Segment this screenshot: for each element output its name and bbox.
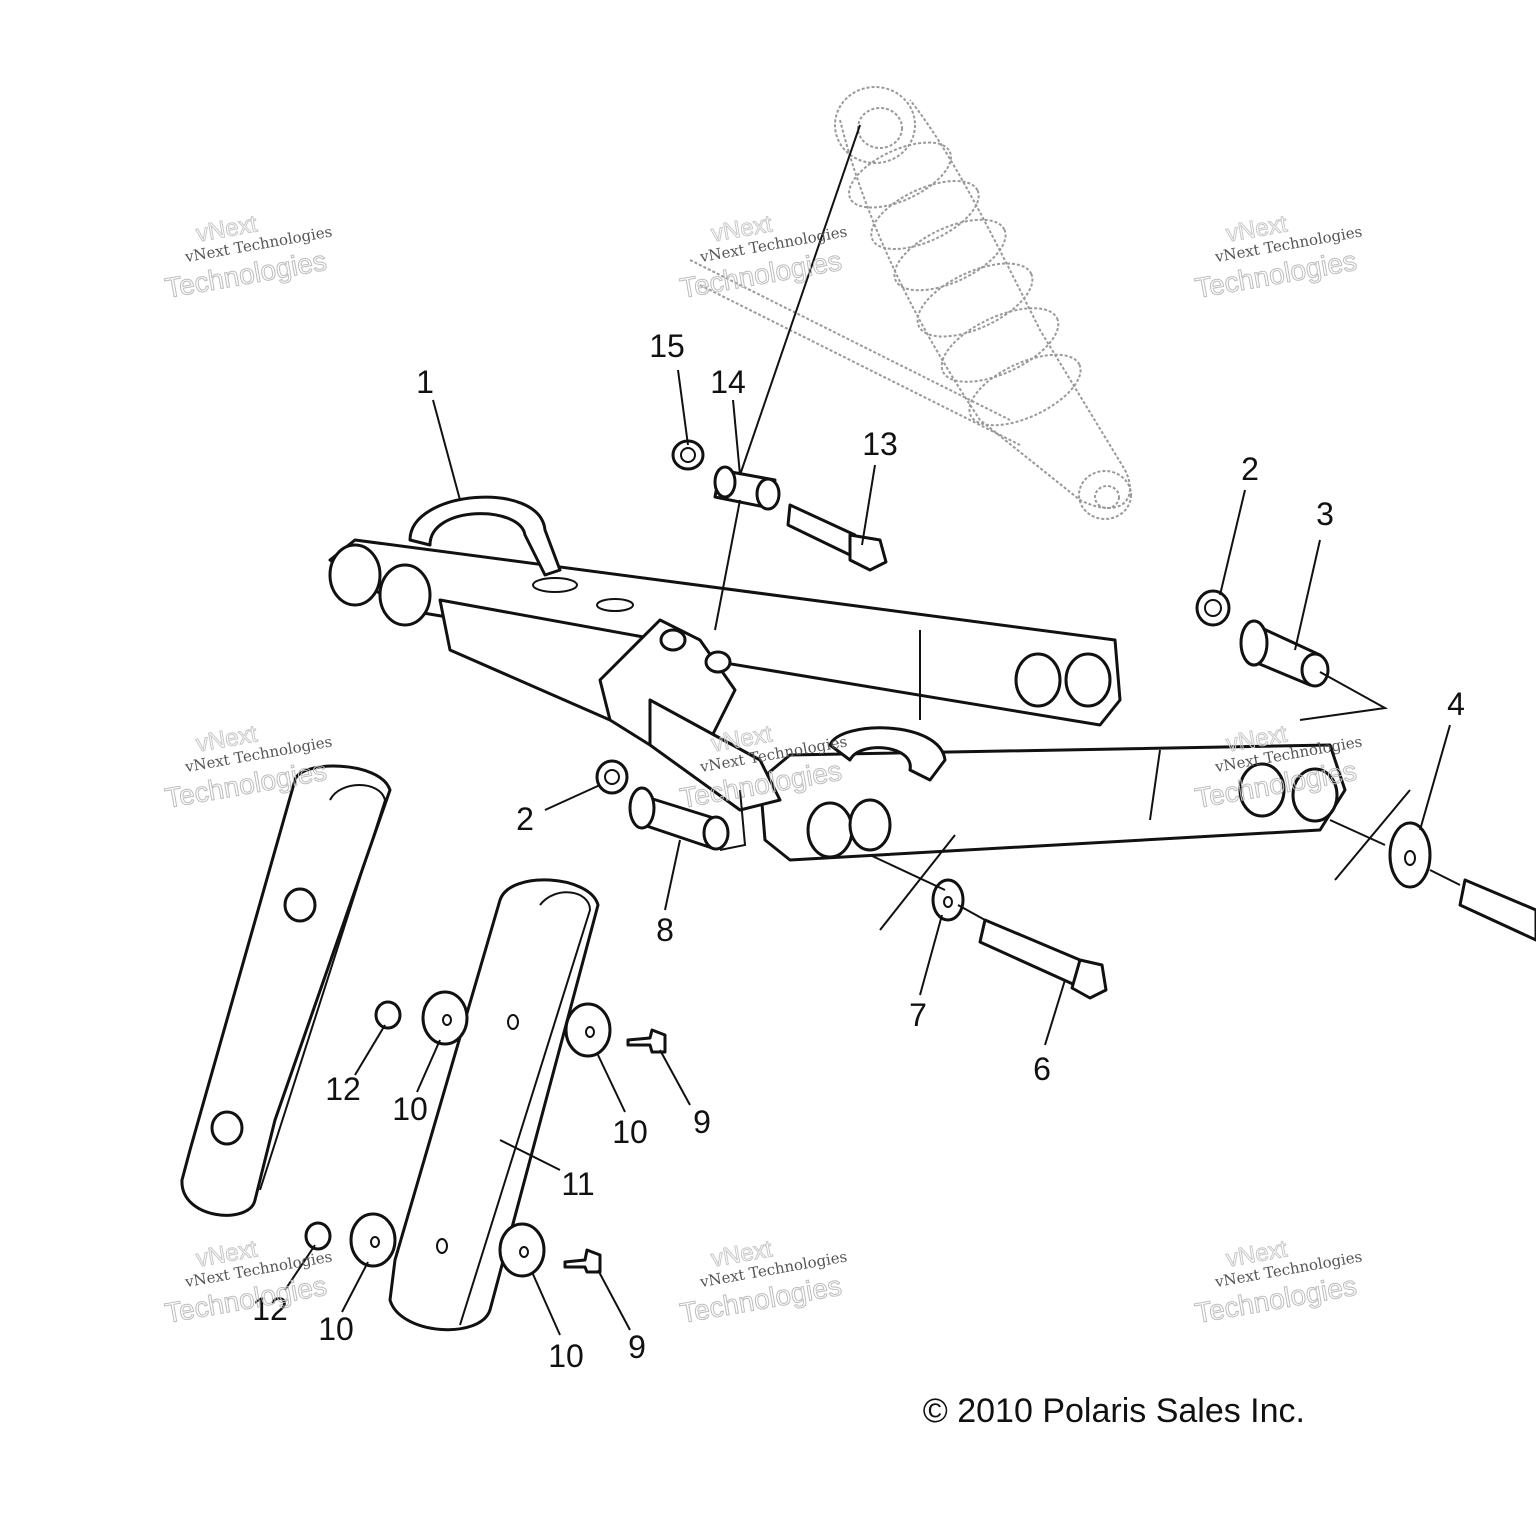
callout-9-upper: 9 xyxy=(693,1104,711,1140)
shock-absorber xyxy=(689,86,1132,520)
part-8-bushing xyxy=(628,786,747,851)
callout-13: 13 xyxy=(862,426,898,462)
part-9-pin-lower xyxy=(563,1248,602,1274)
watermark-top-center: vNext vNext Technologies Technologies xyxy=(677,210,848,304)
callout-12-lower: 12 xyxy=(252,1291,288,1327)
swing-arm xyxy=(328,495,1347,862)
callout-4: 4 xyxy=(1447,686,1465,722)
part-14-bushing xyxy=(713,465,781,511)
callout-1: 1 xyxy=(416,364,434,400)
callout-10-b: 10 xyxy=(612,1114,648,1150)
callout-12-upper: 12 xyxy=(325,1071,361,1107)
part-9-pin-upper xyxy=(626,1028,667,1054)
part-2-nut-right xyxy=(1195,589,1231,627)
callout-2-left: 2 xyxy=(516,801,534,837)
callout-8: 8 xyxy=(656,912,674,948)
callout-9-lower: 9 xyxy=(628,1329,646,1365)
bolt-end-right xyxy=(1458,878,1536,942)
part-12-nut-upper xyxy=(374,1000,402,1030)
part-15-nut xyxy=(671,439,705,471)
part-12-nut-lower xyxy=(304,1221,332,1251)
callouts: 1 2 3 4 2 6 7 8 9 10 10 11 12 10 10 12 9… xyxy=(252,328,1465,1374)
part-6-bolt xyxy=(978,918,1108,1000)
watermark-top-left: vNext vNext Technologies Technologies xyxy=(162,210,333,304)
part-10-washer-c xyxy=(349,1212,397,1268)
copyright-text: © 2010 Polaris Sales Inc. xyxy=(923,1392,1305,1430)
watermark-bottom-center: vNext vNext Technologies Technologies xyxy=(677,1235,848,1329)
part-2-nut-left xyxy=(595,759,629,795)
callout-10-d: 10 xyxy=(548,1338,584,1374)
callout-14: 14 xyxy=(710,364,746,400)
part-10-washer-b xyxy=(564,1002,612,1058)
callout-3: 3 xyxy=(1316,496,1334,532)
part-3-bushing xyxy=(1239,619,1330,688)
part-10-washer-d xyxy=(498,1222,546,1278)
part-10-washer-a xyxy=(421,990,469,1046)
callout-7: 7 xyxy=(909,997,927,1033)
part-4-washer xyxy=(1388,821,1432,889)
leader-lines xyxy=(284,124,1451,1336)
callout-10-c: 10 xyxy=(318,1311,354,1347)
watermark-mid-right: vNext vNext Technologies Technologies xyxy=(1192,720,1363,814)
part-13-bolt xyxy=(786,503,888,572)
part-7-washer xyxy=(931,878,965,922)
watermark-bottom-right: vNext vNext Technologies Technologies xyxy=(1192,1235,1363,1329)
callout-6: 6 xyxy=(1033,1051,1051,1087)
link-left xyxy=(180,764,392,1217)
callout-2-right: 2 xyxy=(1241,451,1259,487)
watermark-top-right: vNext vNext Technologies Technologies xyxy=(1192,210,1363,304)
callout-10-a: 10 xyxy=(392,1091,428,1127)
callout-15: 15 xyxy=(649,328,685,364)
part-11-link xyxy=(388,878,600,1332)
callout-11: 11 xyxy=(561,1166,594,1202)
